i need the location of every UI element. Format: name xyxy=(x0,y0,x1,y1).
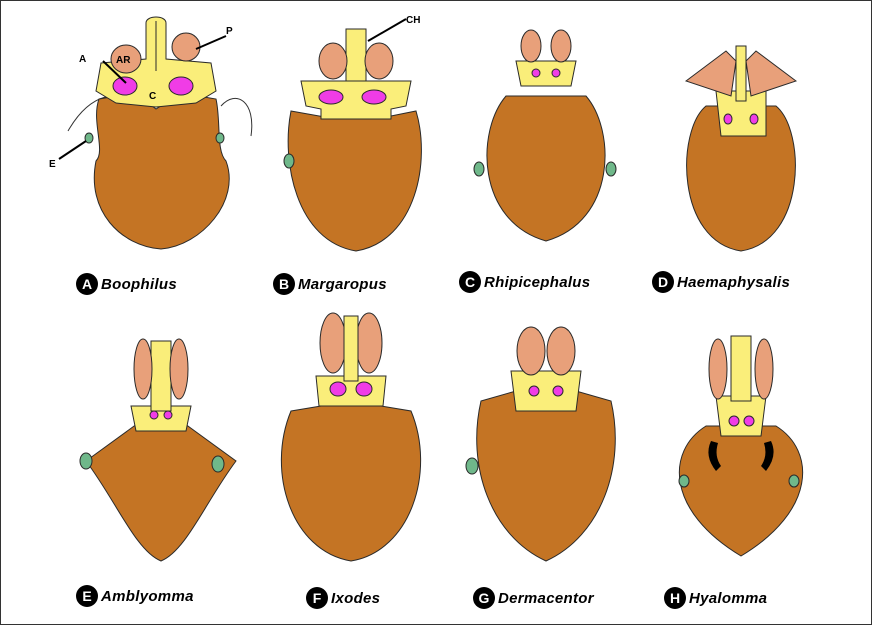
caption-haemaphysalis: D Haemaphysalis xyxy=(652,271,790,293)
tick-boophilus-illustration xyxy=(58,16,253,250)
panel-margaropus: CH xyxy=(266,11,446,261)
caption-boophilus: A Boophilus xyxy=(76,273,177,295)
label-badge: H xyxy=(664,587,686,609)
tick-dermacentor-illustration xyxy=(465,326,616,562)
genus-name: Ixodes xyxy=(331,589,381,607)
annotation-e: E xyxy=(49,159,56,170)
label-badge: B xyxy=(273,273,295,295)
annotation-c: C xyxy=(149,91,157,102)
genus-name: Amblyomma xyxy=(101,587,194,605)
caption-rhipicephalus: C Rhipicephalus xyxy=(459,271,590,293)
tick-hyalomma-illustration xyxy=(678,335,804,557)
genus-name: Dermacentor xyxy=(498,589,594,607)
genus-name: Haemaphysalis xyxy=(677,273,791,291)
tick-rhipicephalus-illustration xyxy=(473,29,617,242)
annotation-ch: CH xyxy=(406,15,421,26)
label-badge: A xyxy=(76,273,98,295)
annotation-a: A xyxy=(79,54,87,65)
panel-boophilus: AR P A C E xyxy=(41,11,271,261)
caption-dermacentor: G Dermacentor xyxy=(473,587,594,609)
caption-ixodes: F Ixodes xyxy=(306,587,380,609)
tick-haemaphysalis-illustration xyxy=(684,45,798,252)
panel-amblyomma xyxy=(76,331,246,571)
annotation-ar: AR xyxy=(116,55,131,66)
genus-name: Boophilus xyxy=(101,275,178,293)
panel-ixodes xyxy=(271,311,431,571)
label-badge: E xyxy=(76,585,98,607)
panel-hyalomma xyxy=(666,331,816,571)
panel-rhipicephalus xyxy=(466,21,626,261)
genus-name: Margaropus xyxy=(298,275,387,293)
label-badge: C xyxy=(459,271,481,293)
genus-name: Rhipicephalus xyxy=(484,273,591,291)
caption-hyalomma: H Hyalomma xyxy=(664,587,767,609)
genus-name: Hyalomma xyxy=(689,589,768,607)
tick-ixodes-illustration xyxy=(280,312,422,562)
tick-margaropus-illustration xyxy=(283,18,422,252)
label-badge: G xyxy=(473,587,495,609)
tick-amblyomma-illustration xyxy=(79,338,237,562)
caption-margaropus: B Margaropus xyxy=(273,273,387,295)
panel-haemaphysalis xyxy=(666,41,816,261)
caption-amblyomma: E Amblyomma xyxy=(76,585,194,607)
annotation-p: P xyxy=(226,26,233,37)
label-badge: D xyxy=(652,271,674,293)
label-badge: F xyxy=(306,587,328,609)
panel-dermacentor xyxy=(461,316,631,571)
